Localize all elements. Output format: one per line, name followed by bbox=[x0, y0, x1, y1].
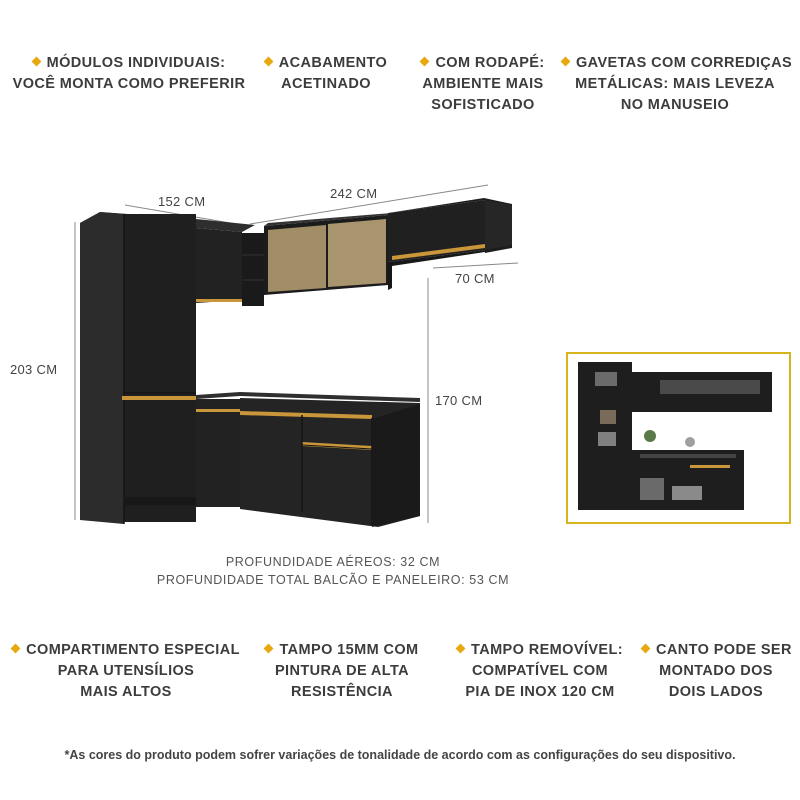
pantry-handle bbox=[122, 396, 196, 400]
dimension-label-height-total: 203 CM bbox=[10, 362, 58, 377]
feature-acabamento-acetinado: ACABAMENTO ACETINADO bbox=[258, 53, 394, 95]
diamond-bullet-icon bbox=[455, 643, 466, 654]
feature-gavetas-correditas: GAVETAS COM CORREDIÇAS METÁLICAS: MAIS L… bbox=[560, 53, 792, 116]
photo-inset bbox=[566, 352, 791, 524]
dimension-label-width-right: 242 CM bbox=[330, 186, 378, 201]
diamond-bullet-icon bbox=[640, 643, 651, 654]
feature-com-rodape: COM RODAPÉ: AMBIENTE MAIS SOFISTICADO bbox=[410, 53, 556, 116]
dimension-line-242 bbox=[249, 184, 489, 225]
feature-tampo-removivel: TAMPO REMOVÍVEL: COMPATÍVEL COM PIA DE I… bbox=[444, 640, 636, 703]
diamond-bullet-icon bbox=[10, 643, 21, 654]
feature-compartimento-especial: COMPARTIMENTO ESPECIAL PARA UTENSÍLIOS M… bbox=[8, 640, 244, 703]
feature-modulos-individuais: MÓDULOS INDIVIDUAIS: VOCÊ MONTA COMO PRE… bbox=[12, 55, 246, 92]
dimension-label-height-counter: 170 CM bbox=[435, 393, 483, 408]
upper-right-cabinet bbox=[388, 198, 512, 290]
dimension-label-depth-upper: 70 CM bbox=[455, 271, 495, 286]
feature-canto: CANTO PODE SER MONTADO DOS DOIS LADOS bbox=[640, 640, 791, 703]
dimension-label-width-left: 152 CM bbox=[158, 194, 206, 209]
color-disclaimer: *As cores do produto podem sofrer variaç… bbox=[64, 748, 736, 762]
diamond-bullet-icon bbox=[264, 643, 274, 654]
dimension-line-70 bbox=[432, 262, 519, 269]
upper-left-cabinet bbox=[196, 219, 264, 306]
depth-note-total: PROFUNDIDADE TOTAL BALCÃO E PANELEIRO: 5… bbox=[156, 573, 510, 587]
lower-cabinets bbox=[196, 392, 420, 527]
feature-tampo-15mm: TAMPO 15MM COM PINTURA DE ALTA RESISTÊNC… bbox=[256, 640, 428, 703]
glass-door-cabinet bbox=[264, 213, 392, 295]
depth-note-upper: PROFUNDIDADE AÉREOS: 32 CM bbox=[225, 555, 441, 569]
tall-pantry-cabinet bbox=[80, 212, 196, 524]
